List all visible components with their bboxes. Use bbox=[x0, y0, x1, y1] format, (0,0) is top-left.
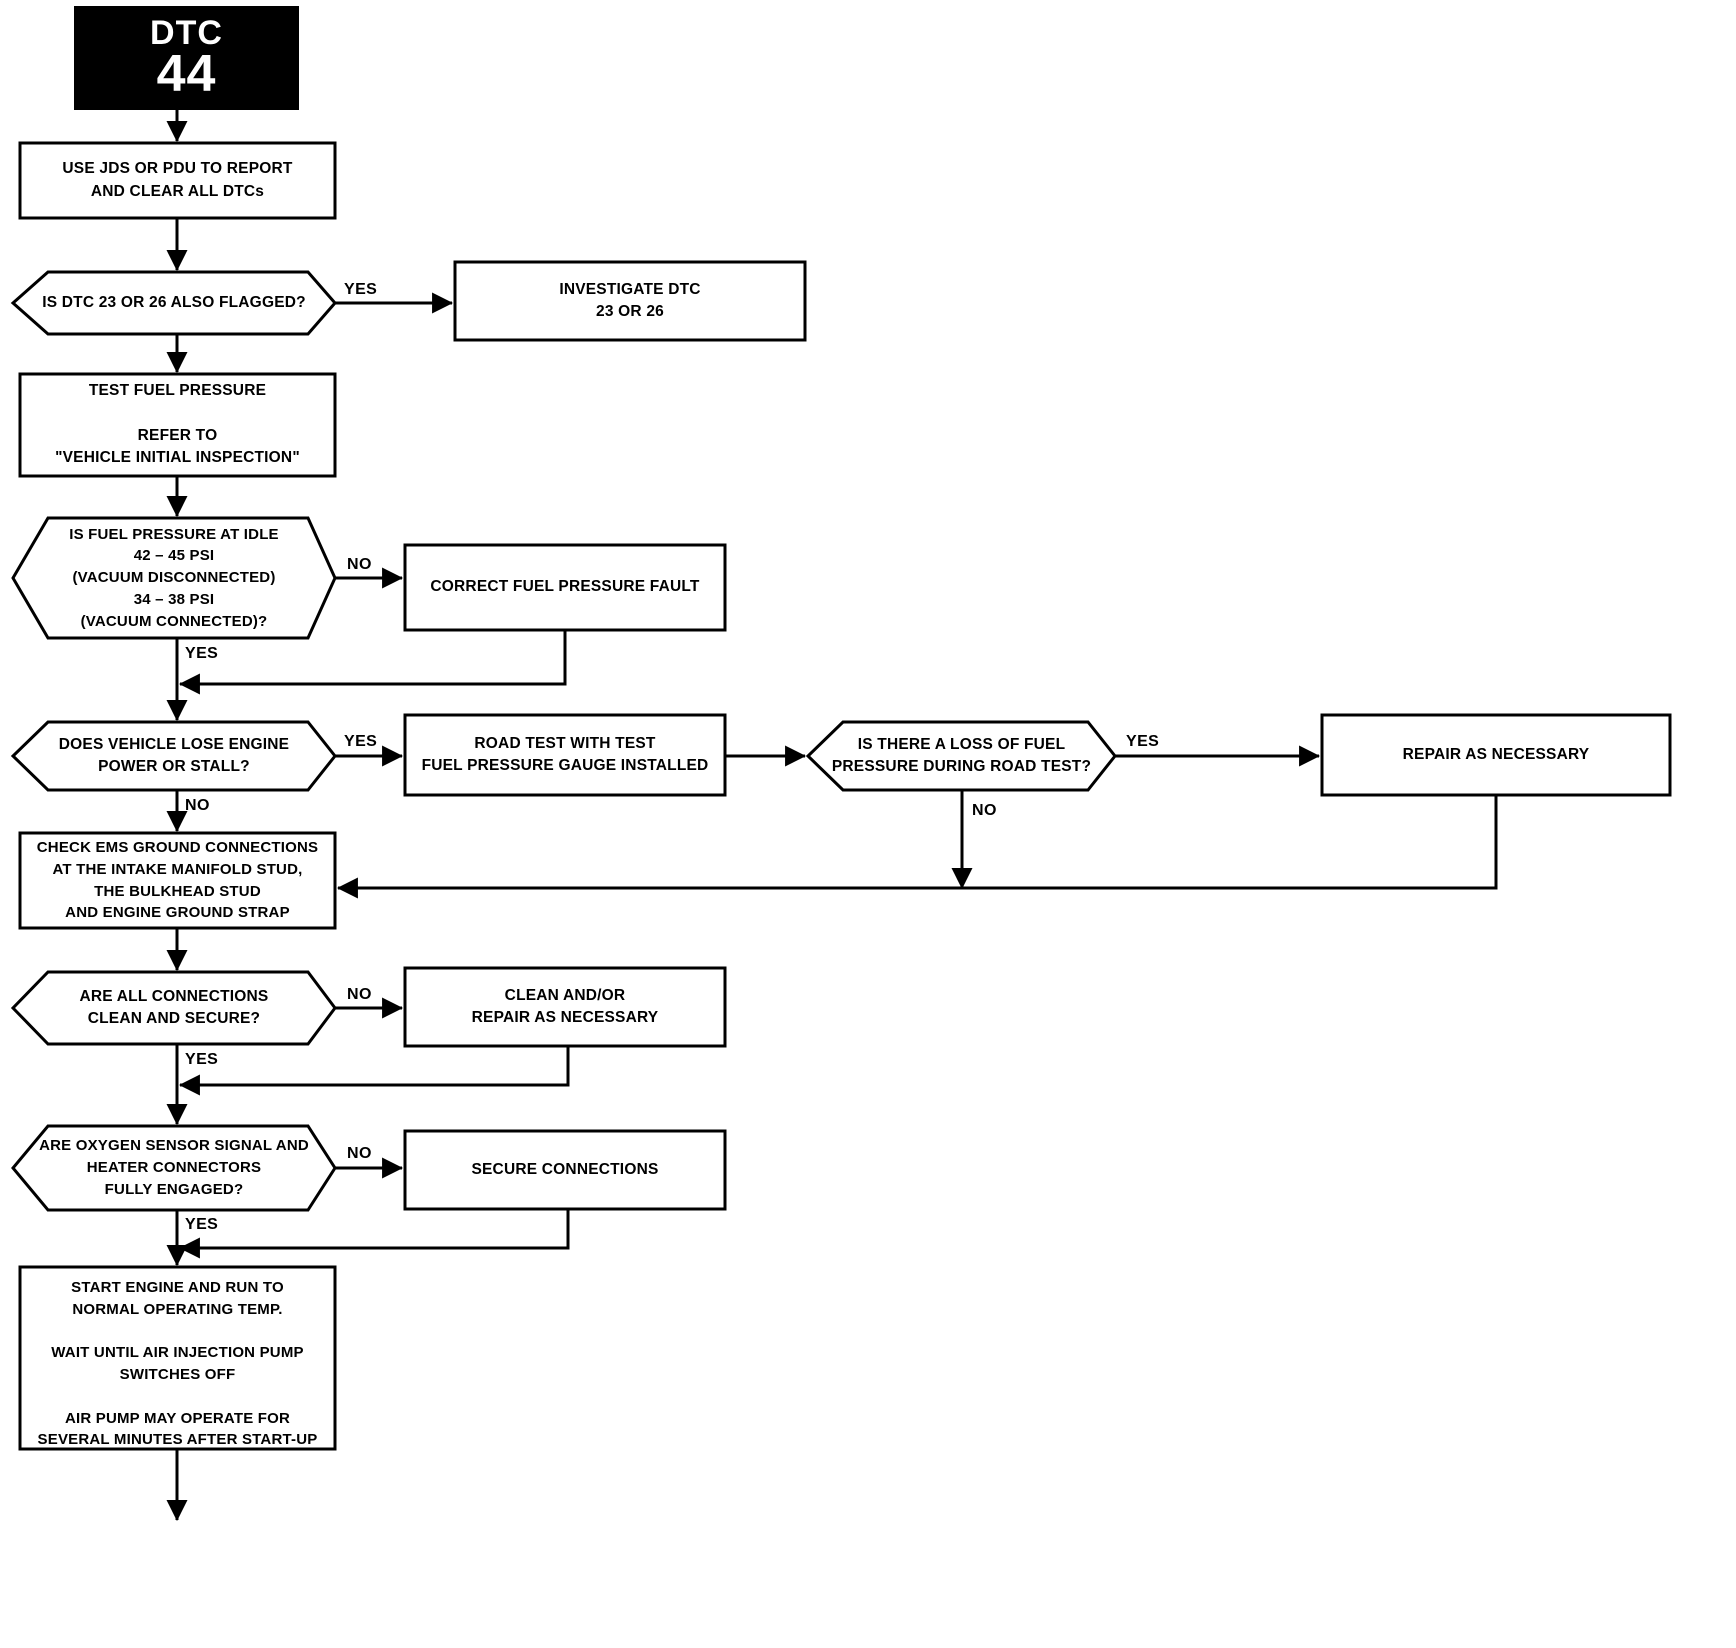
shape-n9 bbox=[805, 720, 1117, 792]
edge-label-n7-yes: YES bbox=[344, 733, 378, 750]
edge-label-n12-yes: YES bbox=[185, 1051, 219, 1068]
shape-n16 bbox=[18, 1265, 337, 1451]
edge-label-n12-no: NO bbox=[347, 986, 372, 1003]
shape-n5 bbox=[11, 516, 337, 640]
edge-n10-return bbox=[336, 795, 1498, 899]
shape-n10 bbox=[1320, 713, 1672, 797]
edge-label-n14-yes: YES bbox=[185, 1216, 219, 1233]
shape-n3 bbox=[453, 260, 807, 342]
edge-n13-return bbox=[178, 1046, 570, 1096]
dtc-badge: DTC 44 bbox=[74, 6, 299, 110]
shape-n14 bbox=[11, 1124, 337, 1212]
edge-label-n9-no: NO bbox=[972, 802, 997, 819]
edge-label-n5-no: NO bbox=[347, 556, 372, 573]
edge-label-n14-no: NO bbox=[347, 1145, 372, 1162]
edge-n15-return bbox=[178, 1209, 570, 1259]
shape-n8 bbox=[403, 713, 727, 797]
shape-n13 bbox=[403, 966, 727, 1048]
dtc-badge-number: 44 bbox=[156, 45, 217, 103]
shape-n15 bbox=[403, 1129, 727, 1211]
edge-n6-return bbox=[178, 630, 567, 695]
shape-n4 bbox=[18, 372, 337, 478]
shape-n11 bbox=[18, 831, 337, 930]
dtc-badge-label: DTC bbox=[150, 14, 223, 52]
shape-n7 bbox=[10, 720, 337, 792]
edge-label-n2-yes: YES bbox=[344, 281, 378, 298]
edge-label-n5-yes: YES bbox=[185, 645, 219, 662]
shape-n2 bbox=[10, 270, 337, 336]
shape-n12 bbox=[10, 970, 337, 1046]
shape-n6 bbox=[403, 543, 727, 632]
shape-n1 bbox=[18, 141, 337, 220]
edge-label-n7-no: NO bbox=[185, 797, 210, 814]
edge-label-n9-yes: YES bbox=[1126, 733, 1160, 750]
